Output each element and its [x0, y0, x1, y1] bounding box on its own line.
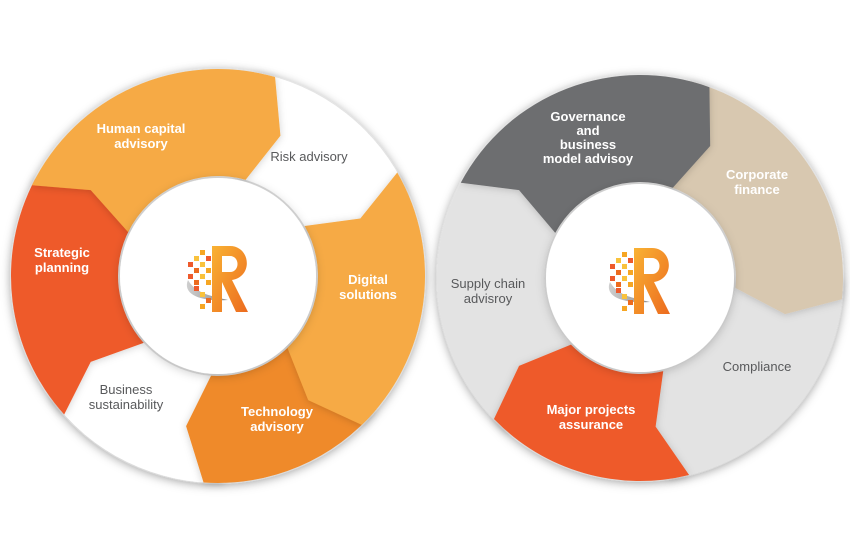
segment-business — [50, 334, 226, 483]
r-pixel-logo-icon — [608, 248, 670, 314]
segment-major — [493, 344, 690, 481]
segment-supply — [436, 182, 579, 434]
r-pixel-logo-icon — [186, 246, 248, 312]
segment-human — [31, 68, 281, 233]
label-compliance: Compliance — [723, 359, 792, 374]
segment-governance — [460, 74, 711, 233]
segment-compliance — [640, 278, 843, 480]
segment-digital — [287, 172, 426, 425]
segment-technology — [186, 340, 377, 483]
segment-strategic — [10, 178, 144, 415]
label-risk: Risk advisory — [270, 149, 348, 164]
